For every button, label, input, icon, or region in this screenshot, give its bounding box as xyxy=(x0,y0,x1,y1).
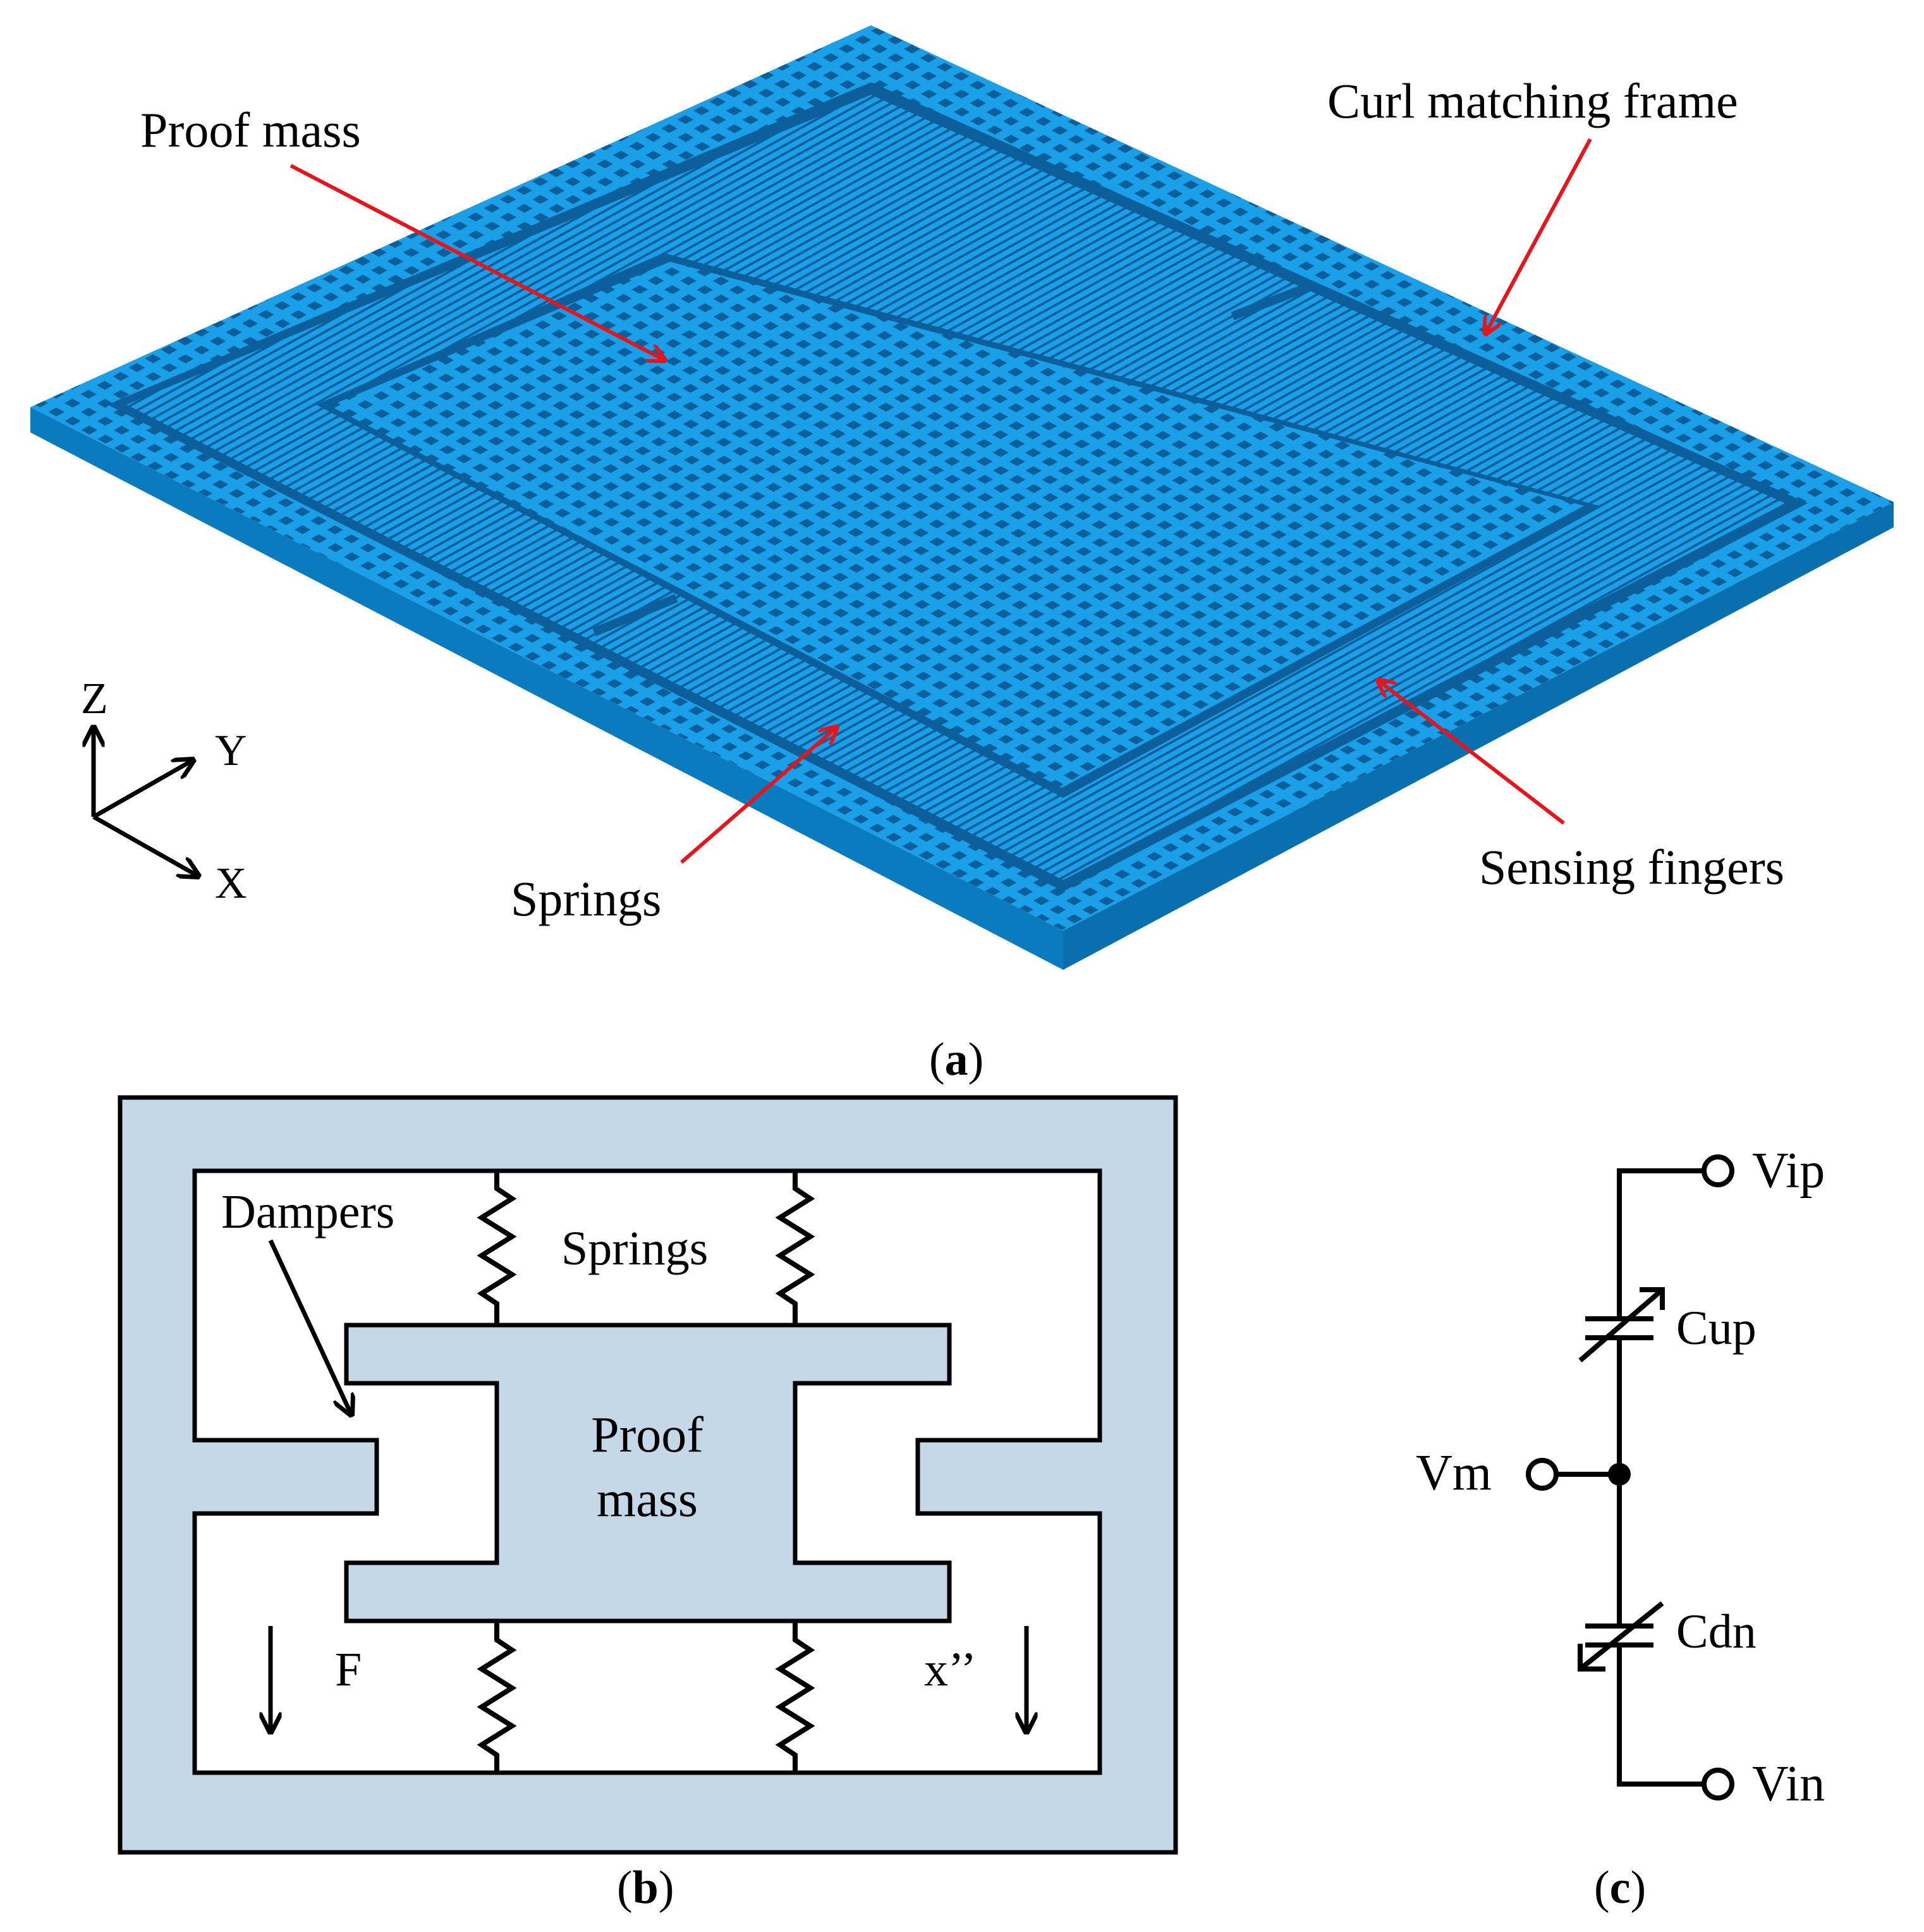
wire-top xyxy=(1617,1168,1704,1319)
cup-variable-arrow xyxy=(1578,1287,1664,1363)
vip-terminal xyxy=(1702,1154,1734,1187)
vm-node-dot xyxy=(1608,1463,1631,1486)
cup-arrow-head xyxy=(1640,1287,1665,1310)
panel-b-model xyxy=(118,1095,1178,1855)
proof-mass-line2: mass xyxy=(597,1472,698,1527)
spring-top-left xyxy=(477,1171,517,1325)
springs-arrow xyxy=(680,727,837,864)
y-axis-label: Y xyxy=(215,726,247,775)
spring-anchor-bottom xyxy=(592,594,678,637)
wire-bottom xyxy=(1617,1645,1704,1787)
cdn-arrow-head xyxy=(1578,1644,1605,1672)
vip-label: Vip xyxy=(1752,1143,1825,1199)
x-axis-line xyxy=(92,814,198,876)
proof-mass-plate xyxy=(330,262,1584,788)
vm-label: Vm xyxy=(1416,1445,1492,1501)
springs-label-a: Springs xyxy=(511,871,661,926)
accel-label: x’’ xyxy=(924,1643,977,1696)
sensing-fingers-label: Sensing fingers xyxy=(1479,840,1784,895)
spring-bottom-right xyxy=(775,1621,815,1773)
y-axis-line xyxy=(92,760,193,819)
dampers-pointer xyxy=(268,1239,351,1415)
sensing-fingers-arrow xyxy=(1378,680,1565,825)
x-axis-label: X xyxy=(215,859,247,908)
outer-frame xyxy=(118,1095,1178,1855)
proof-mass-block xyxy=(344,1323,952,1623)
curl-frame-label: Curl matching frame xyxy=(1327,73,1738,128)
cdn-variable-arrow xyxy=(1578,1601,1664,1672)
device-side-left xyxy=(30,407,1063,970)
panel-a-device xyxy=(30,25,1894,970)
panel-b-caption: (b) xyxy=(617,1862,674,1914)
proof-mass-arrow xyxy=(289,164,665,360)
panel-a-caption: (a) xyxy=(929,1034,983,1085)
springs-label-b: Springs xyxy=(561,1222,708,1275)
panel-a-arrows xyxy=(289,138,1592,864)
proof-mass-label: Proof mass xyxy=(140,102,361,157)
vin-label: Vin xyxy=(1752,1756,1825,1812)
dampers-label: Dampers xyxy=(221,1185,394,1238)
cdn-label: Cdn xyxy=(1676,1605,1757,1658)
vm-terminal xyxy=(1526,1458,1559,1491)
curl-frame-arrow xyxy=(1485,138,1592,334)
proof-mass-line1: Proof xyxy=(591,1407,703,1463)
axis-triad: Z Y X xyxy=(81,675,247,908)
spring-top-right xyxy=(775,1171,815,1325)
z-axis-label: Z xyxy=(81,675,108,723)
cup-label: Cup xyxy=(1676,1302,1757,1355)
vin-terminal xyxy=(1702,1768,1734,1801)
panel-c-caption: (c) xyxy=(1594,1862,1646,1914)
device-side-right xyxy=(1063,502,1894,970)
panel-c-circuit xyxy=(1526,1154,1734,1801)
force-label: F xyxy=(335,1643,362,1696)
spring-bottom-left xyxy=(477,1621,517,1773)
spring-anchor-top xyxy=(1231,280,1317,321)
